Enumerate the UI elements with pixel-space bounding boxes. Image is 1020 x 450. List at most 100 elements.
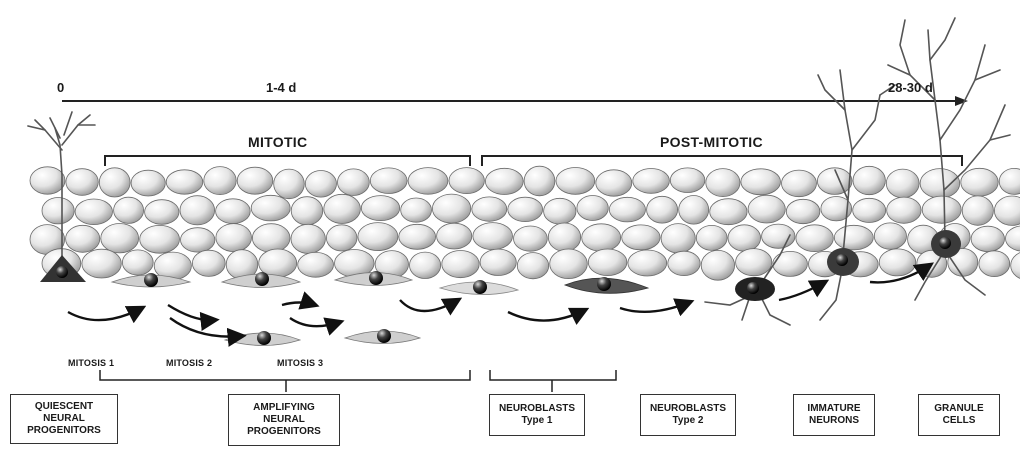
- granule-cell: [437, 223, 472, 249]
- granule-cell: [920, 169, 960, 199]
- stage-box-neuroblasts-type-2: NEUROBLASTS Type 2: [640, 394, 736, 436]
- granule-cell: [399, 224, 436, 249]
- granule-cell: [887, 197, 921, 223]
- granule-cell: [661, 224, 695, 253]
- timeline-start-label: 0: [57, 80, 64, 95]
- granule-cell: [237, 167, 273, 194]
- granule-cell: [1011, 251, 1020, 281]
- granule-cell: [291, 197, 323, 225]
- stage-box-quiescent-neural-progenitors: QUIESCENT NEURAL PROGENITORS: [10, 394, 118, 444]
- stage-line: Type 2: [673, 415, 704, 427]
- granule-cell: [251, 195, 290, 221]
- granule-cell: [166, 170, 203, 194]
- mitosis-1-label: MITOSIS 1: [68, 358, 114, 368]
- mitosis-2-label: MITOSIS 2: [166, 358, 212, 368]
- granule-cell: [741, 169, 781, 195]
- granule-cell: [305, 171, 336, 198]
- granule-cell: [216, 199, 251, 224]
- granule-cell: [216, 224, 252, 252]
- granule-cell: [140, 225, 180, 253]
- granule-cell: [596, 170, 632, 196]
- post-mitotic-bracket: [482, 156, 962, 166]
- granule-cell: [442, 251, 479, 278]
- granule-cell: [131, 170, 165, 196]
- granule-cell: [432, 194, 470, 223]
- granule-cell: [609, 197, 645, 222]
- timeline-mid-label: 1-4 d: [266, 80, 296, 95]
- stage-line: QUIESCENT: [35, 401, 93, 413]
- granule-cell-layer: [30, 166, 1020, 280]
- granule-cell: [99, 168, 130, 197]
- granule-cell: [508, 197, 543, 221]
- granule-cell: [710, 199, 747, 225]
- granule-cell: [886, 169, 919, 198]
- stage-box-granule-cells: GRANULE CELLS: [918, 394, 1000, 436]
- granule-cell: [670, 168, 705, 193]
- granule-cell: [324, 194, 361, 223]
- granule-cell: [361, 196, 399, 221]
- granule-cell: [291, 224, 325, 253]
- granule-cell: [75, 199, 112, 225]
- stage-box-immature-neurons: IMMATURE NEURONS: [793, 394, 875, 436]
- mitotic-bracket: [105, 156, 470, 166]
- granule-cell: [548, 223, 580, 251]
- amplifying-bracket: [100, 370, 470, 392]
- granule-cell: [786, 199, 820, 223]
- stage-line: AMPLIFYING: [253, 402, 315, 414]
- timeline-end-label: 28-30 d: [888, 80, 933, 95]
- granule-cell: [962, 196, 993, 225]
- granule-cell: [1006, 226, 1020, 251]
- granule-cell: [773, 251, 808, 276]
- granule-cell: [145, 200, 179, 225]
- stage-line: NEURONS: [809, 415, 859, 427]
- stage-line: NEUROBLASTS: [499, 403, 575, 415]
- granule-cell: [782, 170, 817, 197]
- stage-line: PROGENITORS: [27, 425, 101, 437]
- granule-cell: [796, 225, 833, 252]
- granule-cell: [114, 197, 144, 223]
- granule-cell: [252, 224, 290, 253]
- granule-cell: [582, 224, 621, 252]
- stage-box-neuroblasts-type-1: NEUROBLASTS Type 1: [489, 394, 585, 436]
- granule-cell: [101, 224, 139, 253]
- stage-line: NEURAL: [43, 413, 85, 425]
- stage-line: CELLS: [943, 415, 976, 427]
- granule-cell: [736, 249, 772, 276]
- granule-cell: [679, 196, 709, 225]
- granule-cell: [994, 196, 1020, 225]
- granule-cell: [370, 168, 407, 194]
- granule-cell: [204, 167, 236, 195]
- granule-cell: [122, 250, 153, 275]
- granule-cell: [449, 168, 484, 194]
- granule-cell: [979, 251, 1010, 277]
- granule-cell: [358, 223, 398, 251]
- granule-cell: [748, 195, 785, 223]
- granule-cell: [180, 196, 215, 225]
- granule-cell: [668, 251, 700, 275]
- stage-line: NEUROBLASTS: [650, 403, 726, 415]
- granule-cell: [181, 228, 215, 252]
- granule-cell: [853, 166, 885, 194]
- granule-cell: [401, 198, 432, 222]
- granule-cell: [326, 225, 357, 251]
- granule-cell: [853, 198, 886, 222]
- granule-cell: [66, 225, 100, 252]
- granule-cell: [42, 198, 74, 224]
- granule-cell: [817, 168, 852, 195]
- granule-cell: [192, 250, 225, 276]
- granule-cell: [622, 225, 660, 250]
- stage-line: Type 1: [522, 415, 553, 427]
- granule-cell: [961, 168, 998, 196]
- granule-cell: [298, 252, 334, 277]
- granule-cell: [472, 197, 507, 221]
- granule-cell: [971, 226, 1004, 251]
- granule-cell: [338, 169, 370, 196]
- granule-cell: [834, 225, 873, 250]
- granule-cell: [922, 196, 961, 223]
- granule-cell: [480, 249, 516, 275]
- granule-cell: [30, 167, 65, 194]
- stage-line: IMMATURE: [807, 403, 860, 415]
- granule-cell: [473, 223, 513, 250]
- granule-cell: [544, 198, 576, 224]
